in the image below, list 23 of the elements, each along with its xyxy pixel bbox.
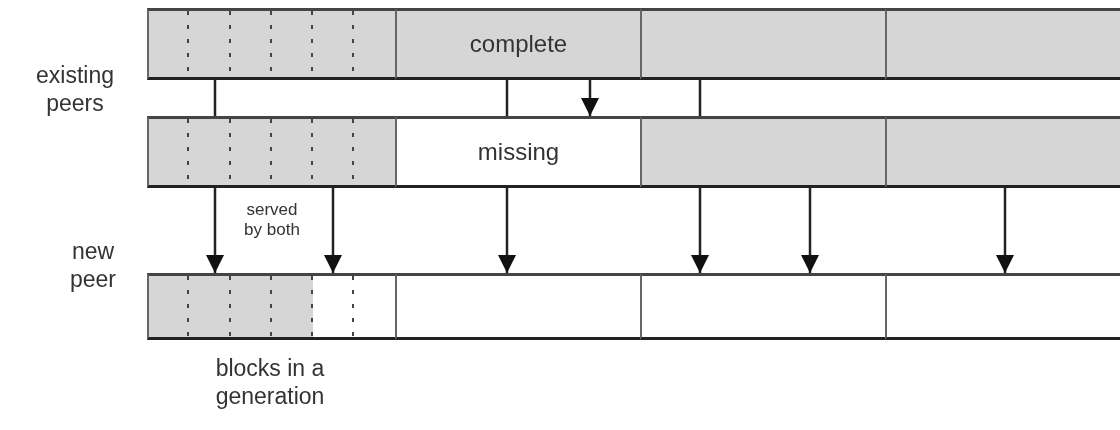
arrow: [691, 188, 709, 273]
arrow: [324, 188, 342, 273]
generation-block: [640, 8, 885, 80]
generation-block: missing: [395, 116, 640, 188]
generation-block: [147, 116, 395, 188]
generation-block: [640, 273, 885, 340]
generation-block: complete: [395, 8, 640, 80]
generation-block: [885, 8, 1120, 80]
arrow: [996, 188, 1014, 273]
annotation-text: served by both: [243, 200, 301, 241]
arrow: [498, 188, 516, 273]
generation-block: [147, 8, 395, 80]
generation-block: [147, 273, 395, 340]
annotation-text: existing peers: [35, 62, 115, 118]
generation-block: [885, 116, 1120, 188]
annotation-text: blocks in a generation: [214, 355, 326, 411]
generation-block: [395, 273, 640, 340]
arrow: [801, 188, 819, 273]
generation-block: [885, 273, 1120, 340]
generation-block: [640, 116, 885, 188]
annotation-text: new peer: [68, 238, 117, 294]
arrow: [581, 80, 599, 116]
arrow: [206, 188, 224, 273]
